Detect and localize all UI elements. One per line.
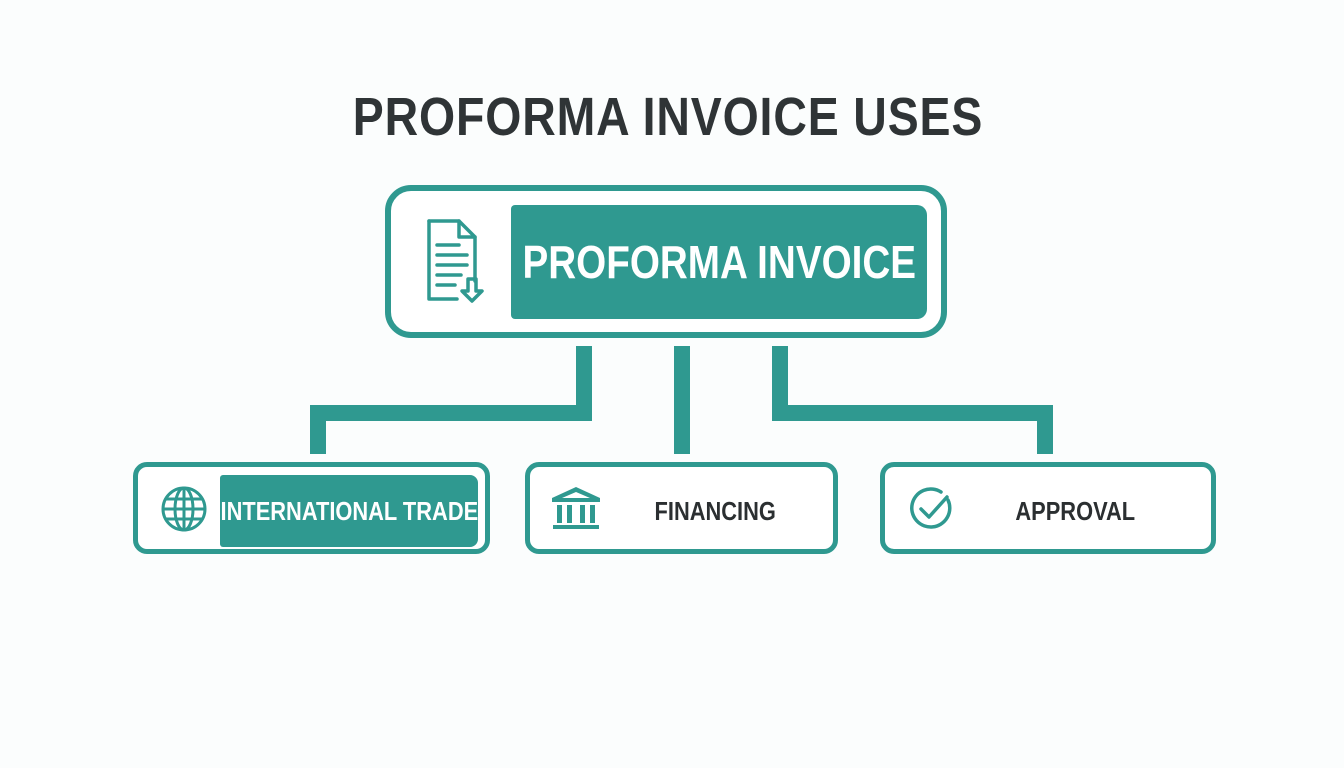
child-node-label: FINANCING (654, 495, 776, 526)
globe-icon (156, 483, 212, 535)
child-node-international-trade: INTERNATIONAL TRADE (133, 462, 490, 554)
document-download-icon (413, 215, 493, 307)
check-circle-icon (903, 483, 959, 535)
page-title: PROFORMA INVOICE USES (352, 87, 984, 147)
child-node-approval: APPROVAL (880, 462, 1216, 554)
connector-right (772, 346, 1053, 454)
bank-icon (548, 483, 604, 535)
child-node-label: APPROVAL (1015, 495, 1135, 526)
child-node-financing: FINANCING (525, 462, 838, 554)
connector-left (310, 346, 592, 454)
root-node: PROFORMA INVOICE (385, 185, 947, 338)
child-node-label: INTERNATIONAL TRADE (220, 475, 478, 547)
root-node-label: PROFORMA INVOICE (511, 205, 927, 319)
